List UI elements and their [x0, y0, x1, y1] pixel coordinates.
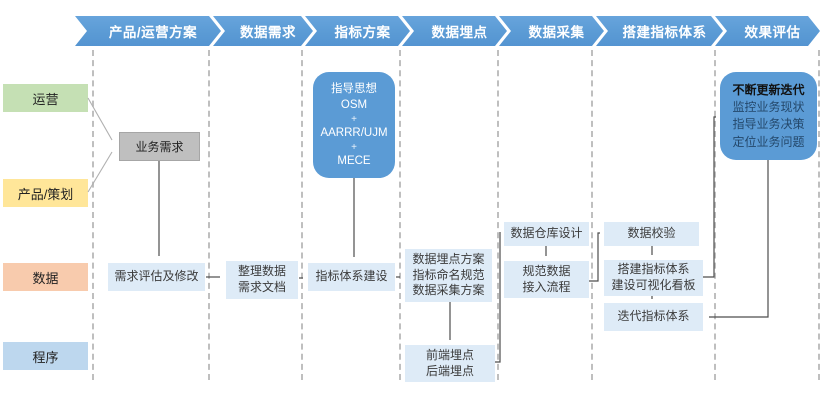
column-separator [591, 50, 593, 380]
node-title: 不断更新迭代 [732, 82, 805, 97]
node-data-ingest: 规范数据 接入流程 [504, 261, 589, 298]
node-line: 前端埋点 [425, 347, 474, 362]
node-metric-system-build: 指标体系建设 [308, 263, 395, 291]
node-line: 指标命名规范 [412, 267, 485, 282]
column-separator [208, 50, 210, 380]
node-line: 需求文档 [237, 280, 286, 294]
node-business-need: 业务需求 [119, 132, 200, 161]
stage-chevron-effect-eval: 效果评估 [715, 16, 820, 46]
node-line: AARRR/UJM [320, 127, 388, 139]
column-separator [92, 50, 94, 380]
node-tracking-plan: 数据埋点方案 指标命名规范 数据采集方案 [405, 249, 492, 302]
column-separator [301, 50, 303, 380]
node-line: 后端埋点 [425, 363, 474, 378]
node-line: 指导思想 [331, 82, 377, 95]
stage-chevron-product-plan: 产品/运营方案 [75, 16, 221, 46]
stage-chevron-metric-plan: 指标方案 [305, 16, 410, 46]
node-data-validation: 数据校验 [604, 222, 699, 246]
node-warehouse-design: 数据仓库设计 [504, 222, 589, 246]
lane-label-operations: 运营 [3, 84, 88, 112]
node-line: 数据埋点方案 [412, 251, 485, 266]
lane-label-developer: 程序 [3, 342, 88, 370]
node-line: 建设可视化看板 [611, 278, 696, 292]
node-line: 定位业务问题 [732, 134, 805, 149]
node-guiding-ideology: 指导思想 OSM + AARRR/UJM + MECE [313, 72, 395, 178]
node-line: 整理数据 [237, 264, 286, 279]
node-line: OSM [340, 99, 368, 112]
node-effect-eval: 不断更新迭代 监控业务现状 指导业务决策 定位业务问题 [720, 72, 817, 160]
column-separator [818, 50, 820, 380]
lane-label-data: 数据 [3, 263, 88, 291]
node-build-dashboard: 搭建指标体系 建设可视化看板 [604, 260, 703, 296]
node-line: 规范数据 [522, 263, 571, 278]
node-line: 搭建指标体系 [617, 262, 690, 277]
node-line: 监控业务现状 [732, 99, 805, 114]
column-separator [497, 50, 499, 380]
node-line: 指导业务决策 [732, 117, 805, 132]
connector-effect-eval-to-iterate [709, 160, 769, 318]
stage-chevron-collection: 数据采集 [499, 16, 604, 46]
stage-chevron-data-need: 数据需求 [213, 16, 313, 46]
node-organize-docs: 整理数据 需求文档 [226, 261, 298, 299]
node-line: 接入流程 [522, 279, 571, 294]
node-requirement-review: 需求评估及修改 [108, 263, 205, 291]
node-line: + [351, 114, 357, 125]
column-separator [714, 50, 716, 380]
lane-label-product: 产品/策划 [3, 179, 88, 207]
node-line: MECE [337, 154, 371, 167]
stage-chevron-tracking: 数据埋点 [402, 16, 507, 46]
stage-chevron-build-system: 搭建指标体系 [596, 16, 723, 46]
node-line: + [351, 141, 357, 153]
node-frontend-backend-tracking: 前端埋点 后端埋点 [405, 345, 495, 382]
column-separator [399, 50, 401, 380]
node-iterate-metrics: 迭代指标体系 [604, 303, 703, 331]
node-line: 数据采集方案 [412, 283, 485, 298]
